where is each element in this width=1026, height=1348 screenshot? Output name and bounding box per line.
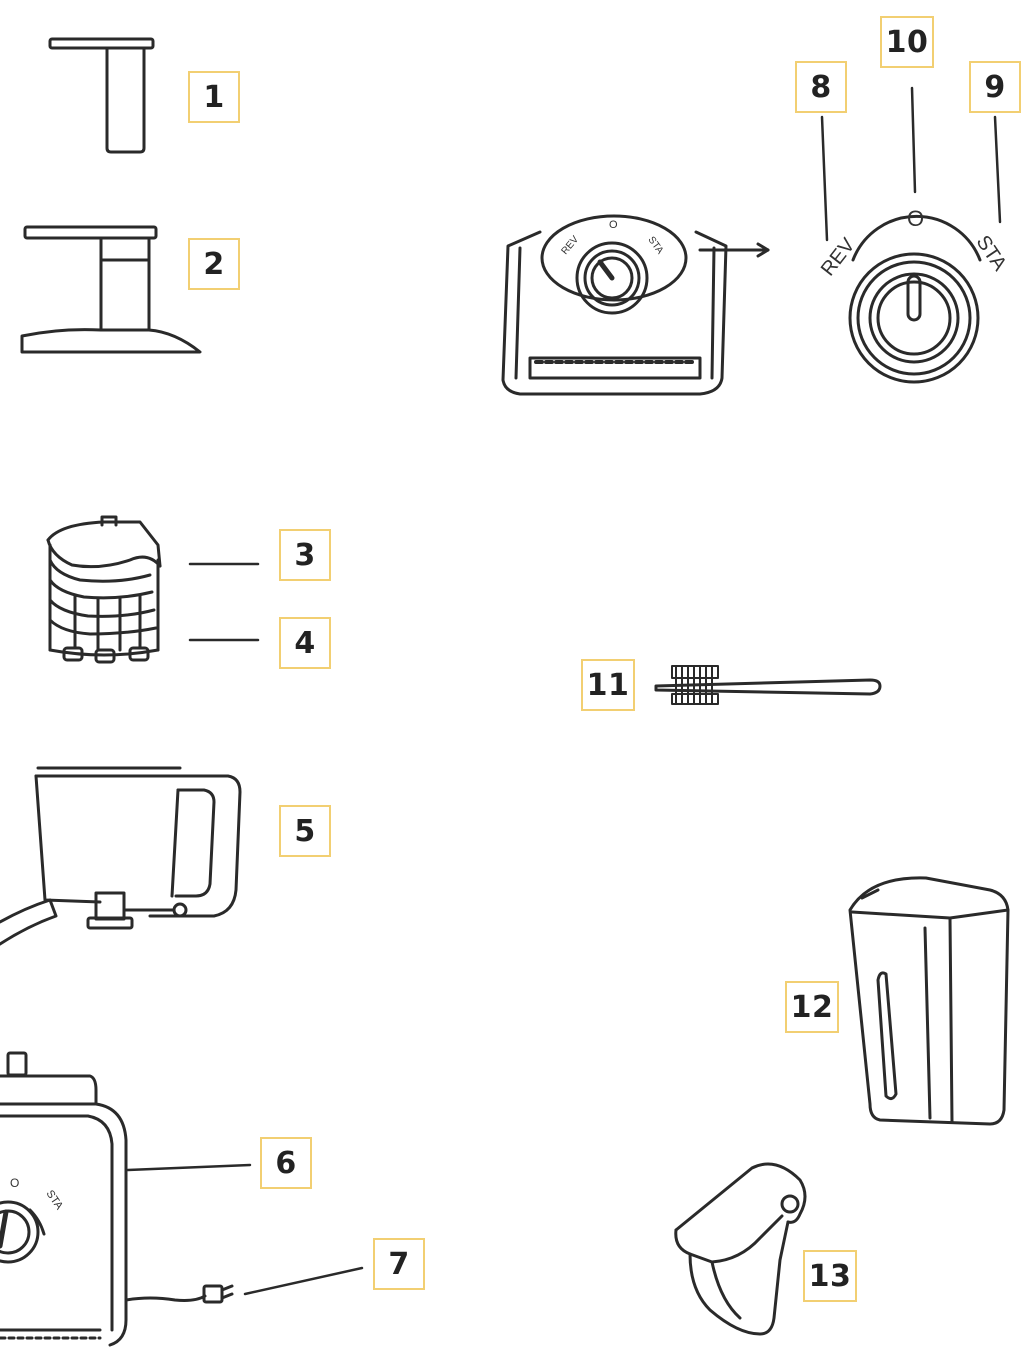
- label-11: 11: [581, 659, 635, 711]
- auger-part: [46, 515, 260, 664]
- stand-part: [20, 225, 202, 354]
- label-12: 12: [785, 981, 839, 1033]
- cleaner-clip-part: [674, 1162, 807, 1336]
- label-2: 2: [188, 238, 240, 290]
- label-6: 6: [260, 1137, 312, 1189]
- motor-base-part: [0, 1051, 364, 1347]
- control-panel-part: [501, 214, 770, 396]
- label-4: 4: [279, 617, 331, 669]
- brush-part: [654, 665, 882, 705]
- juice-cup-part: [848, 876, 1010, 1126]
- panel-off-text: O: [609, 219, 618, 231]
- dial-off-text: O: [907, 206, 925, 231]
- label-7: 7: [373, 1238, 425, 1290]
- label-8: 8: [795, 61, 847, 113]
- label-13: 13: [803, 1250, 857, 1302]
- bowl-part: [0, 766, 242, 946]
- label-3: 3: [279, 529, 331, 581]
- label-1: 1: [188, 71, 240, 123]
- label-5: 5: [279, 805, 331, 857]
- base-off-text: O: [10, 1176, 20, 1190]
- pusher-part: [48, 37, 155, 154]
- label-10: 10: [880, 16, 934, 68]
- label-9: 9: [969, 61, 1021, 113]
- knob-detail: [820, 86, 1002, 384]
